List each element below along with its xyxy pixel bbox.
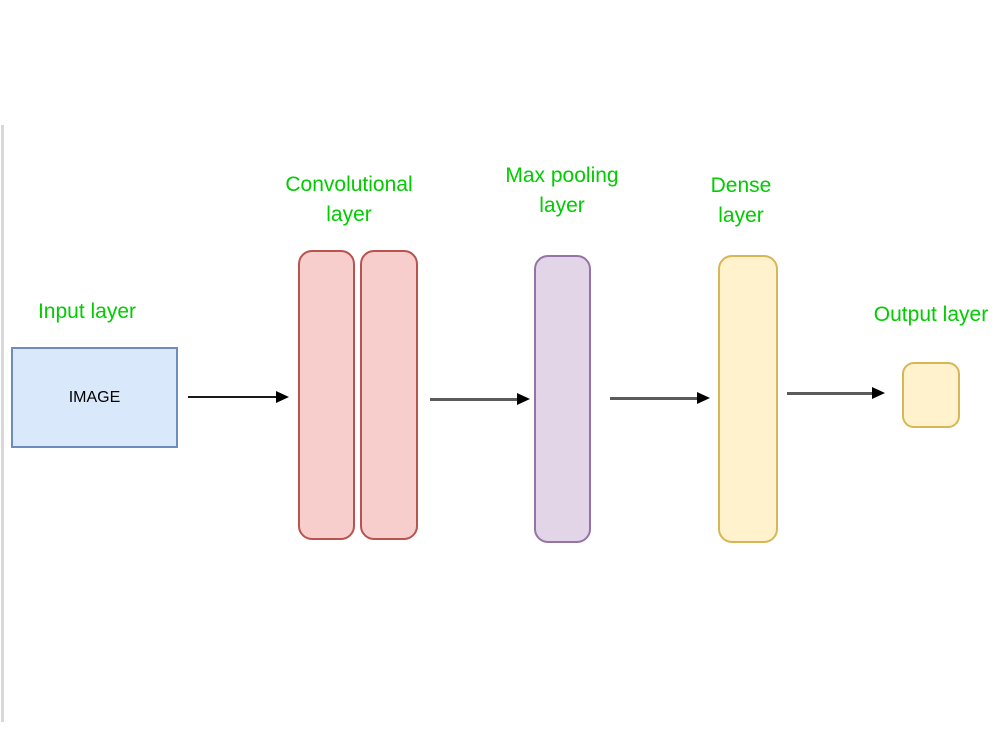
arrow-shaft (430, 397, 517, 401)
pool-layer-label: Max pooling layer (492, 161, 632, 221)
arrow-head-icon (697, 392, 710, 404)
dense-layer-label-line2: layer (718, 204, 764, 227)
arrow-shaft (188, 396, 276, 398)
page-edge-line (1, 125, 4, 722)
arrow-head-icon (276, 391, 289, 403)
image-box-text: IMAGE (68, 388, 121, 406)
output-layer-label: Output layer (873, 303, 989, 326)
pool-rect (534, 255, 591, 543)
conv-layer-label: Convolutional layer (279, 170, 419, 230)
conv-rect-1 (298, 250, 355, 540)
arrow-dense-to-output (787, 386, 885, 400)
input-image-box: IMAGE (11, 347, 178, 448)
conv-layer-label-line1: Convolutional (285, 173, 413, 196)
arrow-shaft (610, 396, 697, 400)
pool-layer-label-line2: layer (539, 194, 585, 217)
dense-layer-label-line1: Dense (710, 174, 772, 197)
arrow-shaft (787, 391, 872, 395)
dense-rect (718, 255, 778, 543)
input-layer-label: Input layer (37, 300, 137, 323)
arrow-pool-to-dense (610, 391, 710, 405)
arrow-head-icon (517, 393, 530, 405)
dense-layer-label: Dense layer (681, 171, 801, 231)
output-box (902, 362, 960, 428)
pool-layer-label-line1: Max pooling (505, 164, 619, 187)
conv-layer-label-line2: layer (326, 203, 372, 226)
arrow-conv-to-pool (430, 392, 530, 406)
conv-rect-2 (360, 250, 418, 540)
arrow-head-icon (872, 387, 885, 399)
arrow-input-to-conv (188, 390, 289, 404)
